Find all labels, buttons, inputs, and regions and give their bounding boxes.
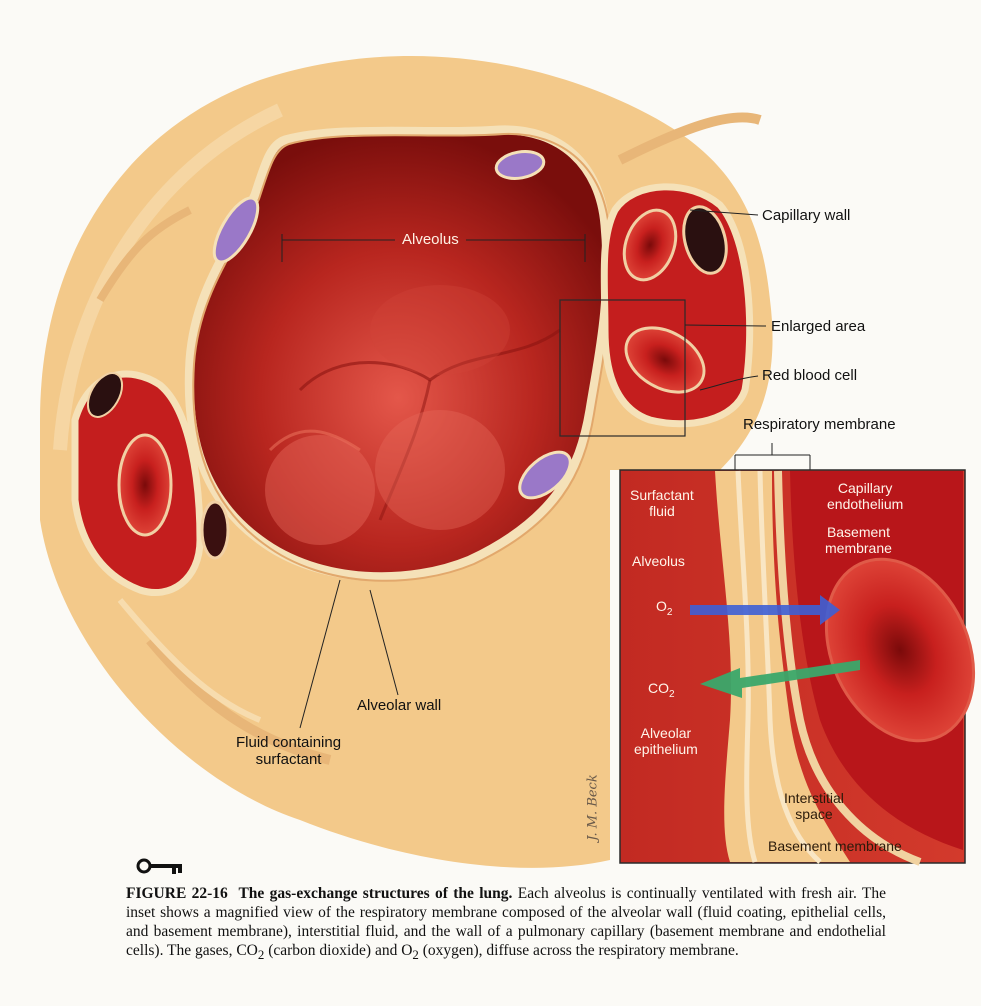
label-alveolar-wall: Alveolar wall: [357, 697, 442, 714]
respiratory-membrane-inset: [619, 469, 976, 866]
inset-surfactant-line-2: fluid: [649, 503, 675, 519]
inset-label-o2: O2: [656, 598, 672, 621]
label-red-blood-cell: Red blood cell: [762, 367, 858, 384]
capillary-left: [71, 370, 230, 597]
label-alveolus: Alveolus: [402, 231, 459, 248]
label-respiratory-membrane: Respiratory membrane: [743, 416, 896, 433]
inset-epithelium-line-2: epithelium: [634, 741, 698, 757]
caption-text-a: Each alveolus is continually ventilated …: [126, 885, 887, 959]
label-capillary-wall: Capillary wall: [762, 207, 851, 224]
inset-endothelium-line-1: Capillary: [837, 480, 893, 496]
caption-text-b: (carbon dioxide) and O: [264, 942, 413, 959]
inset-basement-line-1: Basement: [826, 524, 890, 540]
capillary-right: [600, 183, 754, 428]
caption-sub-a: 2: [257, 947, 265, 963]
label-enlarged-area: Enlarged area: [771, 318, 866, 335]
caption-text-c: (oxygen), diffuse across the respiratory…: [418, 942, 739, 959]
inset-endothelium-line-2: endothelium: [827, 496, 904, 512]
inset-surfactant-line-1: Surfactant: [630, 487, 694, 503]
alveolus-chamber: [184, 125, 612, 582]
o2-text: O: [656, 598, 667, 614]
label-fluid-line-2: surfactant: [255, 751, 322, 768]
inset-basement-line-2: membrane: [825, 540, 892, 556]
caption-sub-b: 2: [412, 947, 419, 963]
inset-label-alveolar-epithelium: Alveolar epithelium: [634, 725, 698, 757]
co2-text: CO: [648, 680, 669, 696]
inset-label-basement-membrane-top: Basement membrane: [825, 524, 892, 556]
inset-epithelium-line-1: Alveolar: [640, 725, 692, 741]
figure-id: FIGURE 22-16: [126, 885, 228, 902]
key-icon: [136, 858, 182, 874]
leader-lines: [281, 209, 811, 729]
label-fluid-line-1: Fluid containing: [236, 734, 342, 751]
epithelial-nuclei: [212, 150, 572, 500]
inset-label-alveolus: Alveolus: [632, 553, 685, 569]
figure-caption: FIGURE 22-16 The gas-exchange structures…: [126, 884, 886, 964]
enlarged-area-box: [559, 299, 686, 437]
o2-subscript: 2: [666, 606, 673, 618]
inset-label-interstitial-space: Interstitial space: [784, 790, 844, 822]
figure-title: The gas-exchange structures of the lung.: [238, 885, 513, 902]
artist-signature: J. M. Beck: [585, 774, 601, 841]
co2-subscript: 2: [669, 688, 675, 700]
inset-label-capillary-endothelium: Capillary endothelium: [827, 480, 903, 512]
inset-label-co2: CO2: [648, 680, 675, 703]
inset-interstitial-line-1: Interstitial: [784, 790, 844, 806]
label-fluid-containing-surfactant: Fluid containing surfactant: [236, 734, 341, 768]
inset-label-basement-membrane-bottom: Basement membrane: [768, 838, 902, 854]
inset-interstitial-line-2: space: [795, 806, 833, 822]
inset-label-surfactant-fluid: Surfactant fluid: [630, 487, 694, 519]
